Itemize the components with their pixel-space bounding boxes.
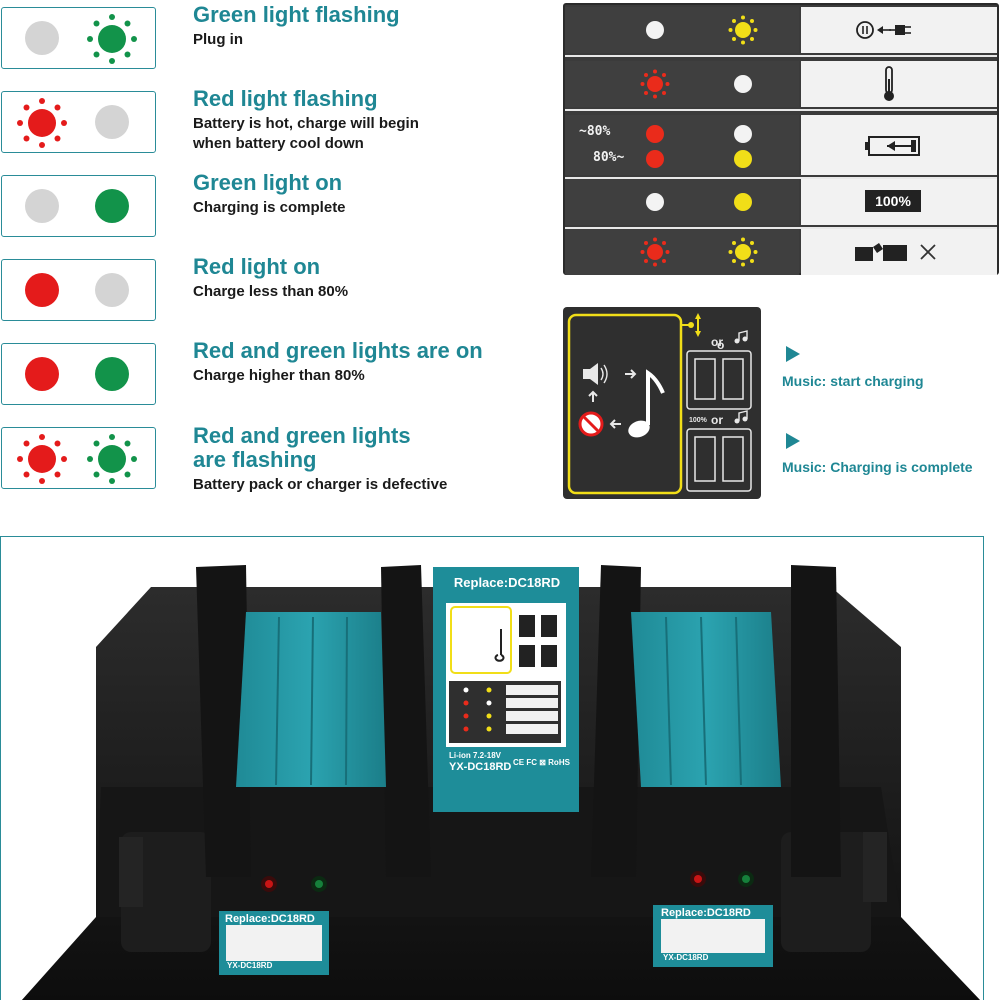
- legend-title-2: Red light flashing: [193, 86, 378, 111]
- charger-model: YX-DC18RD: [449, 761, 512, 773]
- yellow-led-icon: [734, 193, 752, 211]
- charger-spec: Li-ion 7.2-18V: [449, 751, 502, 760]
- music-diagram: o: [567, 313, 752, 495]
- battery-full-icon: 100%: [865, 190, 921, 212]
- red-flash-icon: [17, 434, 67, 484]
- red-led-icon: [646, 150, 664, 168]
- status-row-5: [565, 229, 997, 275]
- red-led-icon: [25, 273, 59, 307]
- white-led-icon: [646, 193, 664, 211]
- white-led-icon: [734, 125, 752, 143]
- legend-indicator-4: [1, 259, 156, 321]
- legend-indicator-3: [1, 175, 156, 237]
- status-row-2: [565, 61, 997, 107]
- pct-low-label: ~80%: [579, 124, 611, 139]
- right-model: YX-DC18RD: [663, 953, 709, 962]
- pct-high-label: 80%~: [593, 150, 625, 165]
- legend-desc-6: Battery pack or charger is defective: [193, 476, 448, 493]
- legend-desc-5: Charge higher than 80%: [193, 367, 365, 384]
- full-badge: 100%: [689, 417, 707, 424]
- grey-led-icon: [95, 273, 129, 307]
- play-arrow-icon: [786, 433, 800, 449]
- legend-indicator-1: [1, 7, 156, 69]
- or-label-1: or: [711, 335, 723, 349]
- green-led-icon: [95, 357, 129, 391]
- left-label: Replace:DC18RD: [225, 913, 315, 925]
- legend-title-6b: are flashing: [193, 447, 317, 472]
- battery-charging-icon: [865, 136, 920, 156]
- status-row-3: ~80% 80%~: [565, 115, 997, 175]
- status-row-4: 100%: [565, 179, 997, 225]
- green-led-icon: [95, 189, 129, 223]
- red-led-icon: [646, 125, 664, 143]
- legend-desc-1: Plug in: [193, 31, 243, 48]
- red-flash-icon: [17, 98, 67, 148]
- green-flash-icon: [87, 434, 137, 484]
- charger-photo: Replace:DC18RD Li-ion 7.2-18V YX-DC18RD …: [0, 536, 984, 1000]
- left-model: YX-DC18RD: [227, 961, 273, 970]
- white-led-icon: [734, 75, 752, 93]
- charger-top-label: Replace:DC18RD: [453, 575, 561, 590]
- status-row-1: [565, 7, 997, 53]
- green-flash-icon: [87, 14, 137, 64]
- legend-title-4: Red light on: [193, 254, 321, 279]
- legend-title-3: Green light on: [193, 170, 343, 195]
- grey-led-icon: [25, 21, 59, 55]
- legend-indicator-2: [1, 91, 156, 153]
- music-complete-caption: Music: Charging is complete: [782, 459, 973, 475]
- legend-desc-3: Charging is complete: [193, 199, 346, 216]
- charger-marks: CE FC ⊠ RoHS: [513, 758, 570, 767]
- right-label: Replace:DC18RD: [661, 907, 751, 919]
- charger-illustration: [21, 565, 981, 1000]
- battery-defect-icon: [855, 243, 936, 261]
- grey-led-icon: [95, 105, 129, 139]
- status-table: ~80% 80%~ 100%: [563, 3, 999, 275]
- white-led-icon: [646, 21, 664, 39]
- or-label-2: or: [711, 413, 723, 427]
- grey-led-icon: [25, 189, 59, 223]
- yellow-flash-icon: [728, 237, 758, 267]
- legend-title-6a: Red and green lights: [193, 423, 411, 448]
- legend-desc-2a: Battery is hot, charge will begin: [193, 115, 419, 132]
- music-start-caption: Music: start charging: [782, 373, 924, 389]
- legend-indicator-5: [1, 343, 156, 405]
- yellow-led-icon: [734, 150, 752, 168]
- legend-title-5: Red and green lights are on: [193, 338, 483, 363]
- play-arrow-icon: [786, 346, 800, 362]
- yellow-flash-icon: [728, 15, 758, 45]
- plug-icon: [856, 21, 911, 39]
- legend-desc-2b: when battery cool down: [193, 135, 364, 152]
- red-led-icon: [25, 357, 59, 391]
- red-flash-icon: [640, 69, 670, 99]
- svg-text:o: o: [717, 338, 724, 352]
- legend-title-1: Green light flashing: [193, 2, 400, 27]
- thermometer-icon: [884, 66, 894, 101]
- legend-desc-4: Charge less than 80%: [193, 283, 349, 300]
- music-panel: o or or 100%: [563, 307, 761, 499]
- red-flash-icon: [640, 237, 670, 267]
- legend-indicator-6: [1, 427, 156, 489]
